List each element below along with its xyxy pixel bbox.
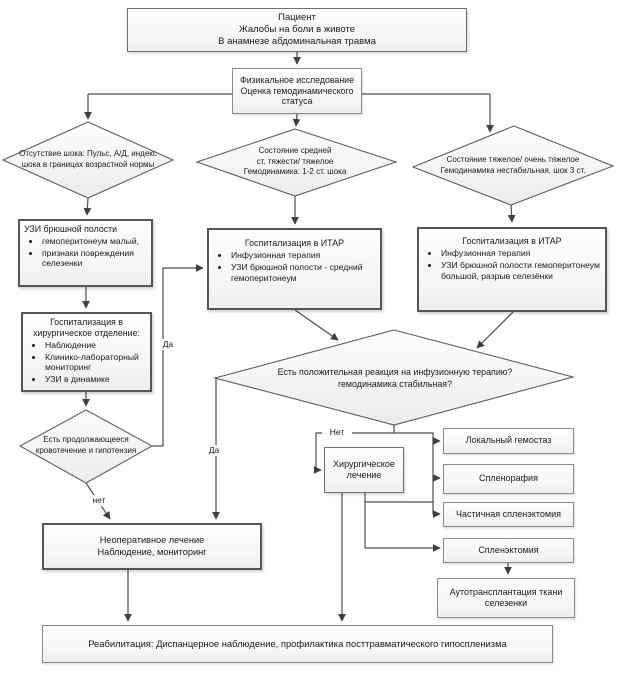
- node-itar-right: Госпитализация в ИТАР Инфузионная терапи…: [417, 227, 607, 312]
- node-surgical-treatment: Хирургическое лечение: [324, 447, 404, 493]
- node-splenorrhaphy-text: Спленорафия: [479, 473, 538, 484]
- arrow-severe-to-itar: [507, 204, 516, 223]
- node-splenectomy-text: Спленэктомия: [478, 544, 539, 555]
- node-title: Госпитализация в хирургическое отделение…: [33, 317, 140, 338]
- node-autotransplantation-text: Аутотрансплантация ткани селезенки: [449, 586, 563, 608]
- node-partial-splenectomy: Частичная спленэктомия: [443, 502, 574, 527]
- node-nonoperative-text: Неоперативное лечение Наблюдение, монито…: [97, 535, 207, 557]
- arrow-no-shock-to-ultrasound: [83, 197, 92, 216]
- node-local-hemostasis-text: Локальный гемостаз: [465, 435, 552, 446]
- node-title: Госпитализация в ИТАР: [244, 238, 345, 248]
- bullet-item: Инфузионная терапия: [230, 250, 376, 261]
- node-partial-splenectomy-text: Частичная спленэктомия: [455, 508, 562, 519]
- node-bullet-list: гемоперитонеум малый, признаки поврежден…: [24, 236, 147, 269]
- arrow-bleeding-yes-to-itar: [152, 264, 204, 447]
- node-physical-exam-text: Физикальное исследование Оценка гемодина…: [240, 74, 354, 107]
- node-local-hemostasis: Локальный гемостаз: [443, 428, 574, 454]
- node-itar-mid: Госпитализация в ИТАР Инфузионная терапи…: [207, 228, 382, 310]
- diamond-no-shock: [1, 121, 175, 199]
- node-autotransplantation: Аутотрансплантация ткани селезенки: [437, 578, 575, 618]
- node-bullet-list: Инфузионная терапия УЗИ брюшной полости …: [213, 250, 376, 283]
- edge-label-yes-center: Да: [202, 445, 226, 456]
- node-rehabilitation: Реабилитация: Диспанцерное наблюдение, п…: [42, 625, 553, 663]
- node-bullet-list: Наблюдение Клинико-лабораторный монитори…: [27, 340, 146, 385]
- diamond-infusion-response: [212, 329, 576, 426]
- node-hosp-surgical-dept: Госпитализация в хирургическое отделение…: [21, 312, 152, 392]
- node-patient: Пациент Жалобы на боли в животе В анамне…: [127, 8, 467, 52]
- bullet-item: УЗИ брюшной полости гемоперитонеум больш…: [440, 260, 601, 281]
- diamond-medium-severity-text: Состояние средней ст. тяжести/ тяжелое Г…: [243, 145, 347, 177]
- bullet-item: Инфузионная терапия: [440, 248, 601, 259]
- node-title: УЗИ брюшной полости: [24, 224, 118, 234]
- node-patient-text: Пациент Жалобы на боли в животе В анамне…: [218, 12, 376, 47]
- node-ultrasound: УЗИ брюшной полости гемоперитонеум малый…: [18, 219, 153, 287]
- bullet-item: Наблюдение: [44, 340, 146, 351]
- node-rehabilitation-text: Реабилитация: Диспанцерное наблюдение, п…: [88, 638, 507, 650]
- diamond-severe-text: Состояние тяжелое/ очень тяжелое Гемодин…: [440, 155, 586, 175]
- arrow-surgery-to-splenectomy: [364, 493, 441, 552]
- edge-label-no-left: нет: [85, 495, 113, 506]
- diamond-medium-severity: [195, 128, 398, 197]
- arrow-itar-mid-to-infusion: [294, 309, 339, 341]
- node-physical-exam: Физикальное исследование Оценка гемодина…: [232, 68, 362, 114]
- node-nonoperative: Неоперативное лечение Наблюдение, монито…: [42, 523, 262, 570]
- node-splenorrhaphy: Спленорафия: [443, 464, 574, 494]
- bullet-item: УЗИ брюшной полости - средний гемоперито…: [230, 262, 376, 283]
- diamond-severe: [411, 125, 615, 206]
- node-splenectomy: Спленэктомия: [443, 538, 574, 563]
- bullet-item: признаки повреждения селезенки: [41, 248, 147, 269]
- edge-label-yes-left: Да: [156, 339, 180, 350]
- bullet-item: Клинико-лабораторный мониторинг: [44, 352, 146, 373]
- diamond-infusion-response-text: Есть положительная реакция на инфузионну…: [277, 366, 513, 389]
- node-bullet-list: Инфузионная терапия УЗИ брюшной полости …: [423, 248, 601, 281]
- edge-label-no-center: Нет: [322, 427, 352, 438]
- bullet-item: УЗИ в динамике: [44, 374, 146, 385]
- diamond-continued-bleeding-text: Есть продолжающееся кровотечение и гипот…: [35, 435, 137, 455]
- diamond-continued-bleeding: [18, 409, 154, 484]
- arrow-trunk-to-partial-splenectomy: [394, 432, 441, 518]
- arrow-itar-right-to-infusion: [476, 311, 514, 349]
- diamond-no-shock-text: Отсутствие шока: Пульс, А/Д, индекс шока…: [19, 149, 157, 169]
- node-surgical-treatment-text: Хирургическое лечение: [333, 458, 395, 480]
- bullet-item: гемоперитонеум малый,: [41, 236, 147, 247]
- node-title: Госпитализация в ИТАР: [462, 236, 562, 246]
- arrow-to-medium: [292, 113, 301, 127]
- arrow-infusion-no-to-surgery: [313, 425, 395, 474]
